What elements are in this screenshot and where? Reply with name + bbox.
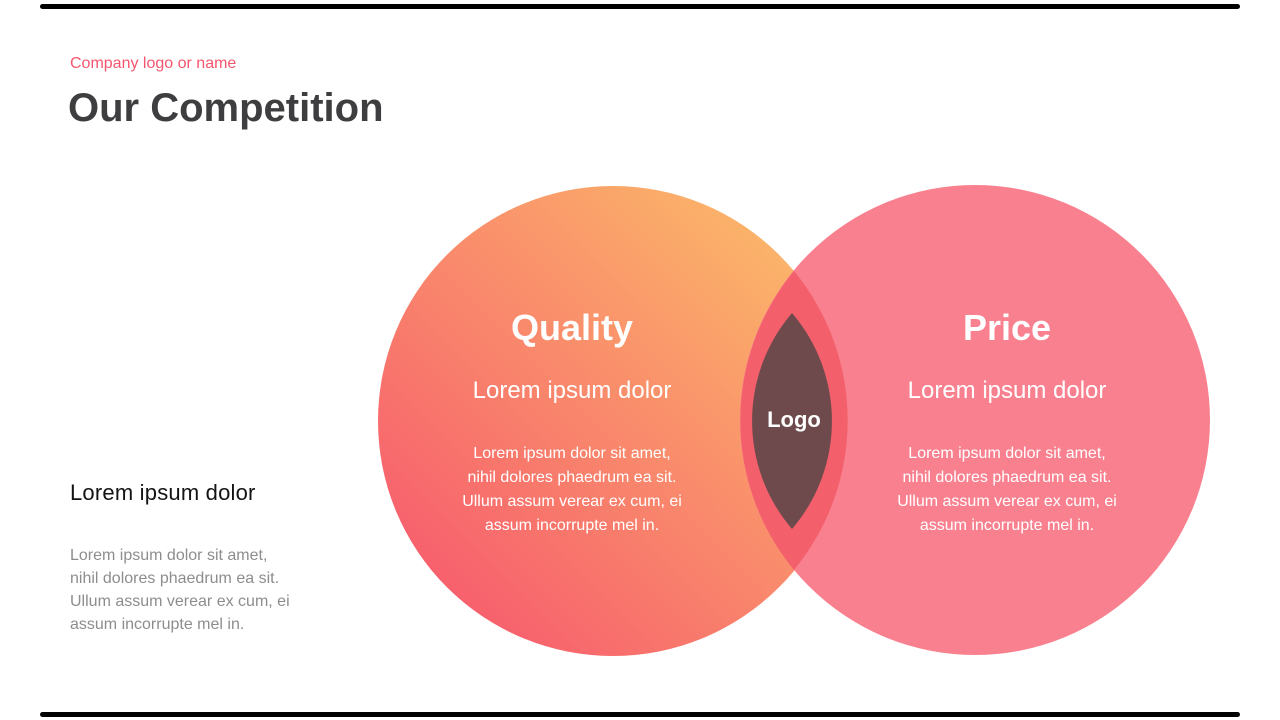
quality-subtitle: Lorem ipsum dolor (472, 377, 672, 404)
left-note-body: Lorem ipsum dolor sit amet, nihil dolore… (70, 547, 290, 633)
top-divider-bar (40, 4, 1240, 9)
company-logo-text: Company logo or name (70, 55, 237, 72)
left-note-heading: Lorem ipsum dolor (70, 480, 256, 505)
price-body: Lorem ipsum dolor sit amet, nihil dolore… (897, 445, 1117, 534)
price-circle (740, 185, 1210, 655)
bottom-divider-bar (40, 712, 1240, 717)
page-title: Our Competition (68, 86, 384, 130)
quality-title: Quality (510, 307, 634, 348)
logo-lens (752, 313, 832, 529)
quality-circle (378, 186, 848, 656)
left-note-block: Lorem ipsum dolor Lorem ipsum dolor sit … (70, 480, 380, 636)
quality-body: Lorem ipsum dolor sit amet, nihil dolore… (462, 445, 682, 534)
price-title: Price (962, 307, 1052, 348)
logo-label: Logo (767, 407, 821, 432)
price-subtitle: Lorem ipsum dolor (907, 377, 1107, 404)
